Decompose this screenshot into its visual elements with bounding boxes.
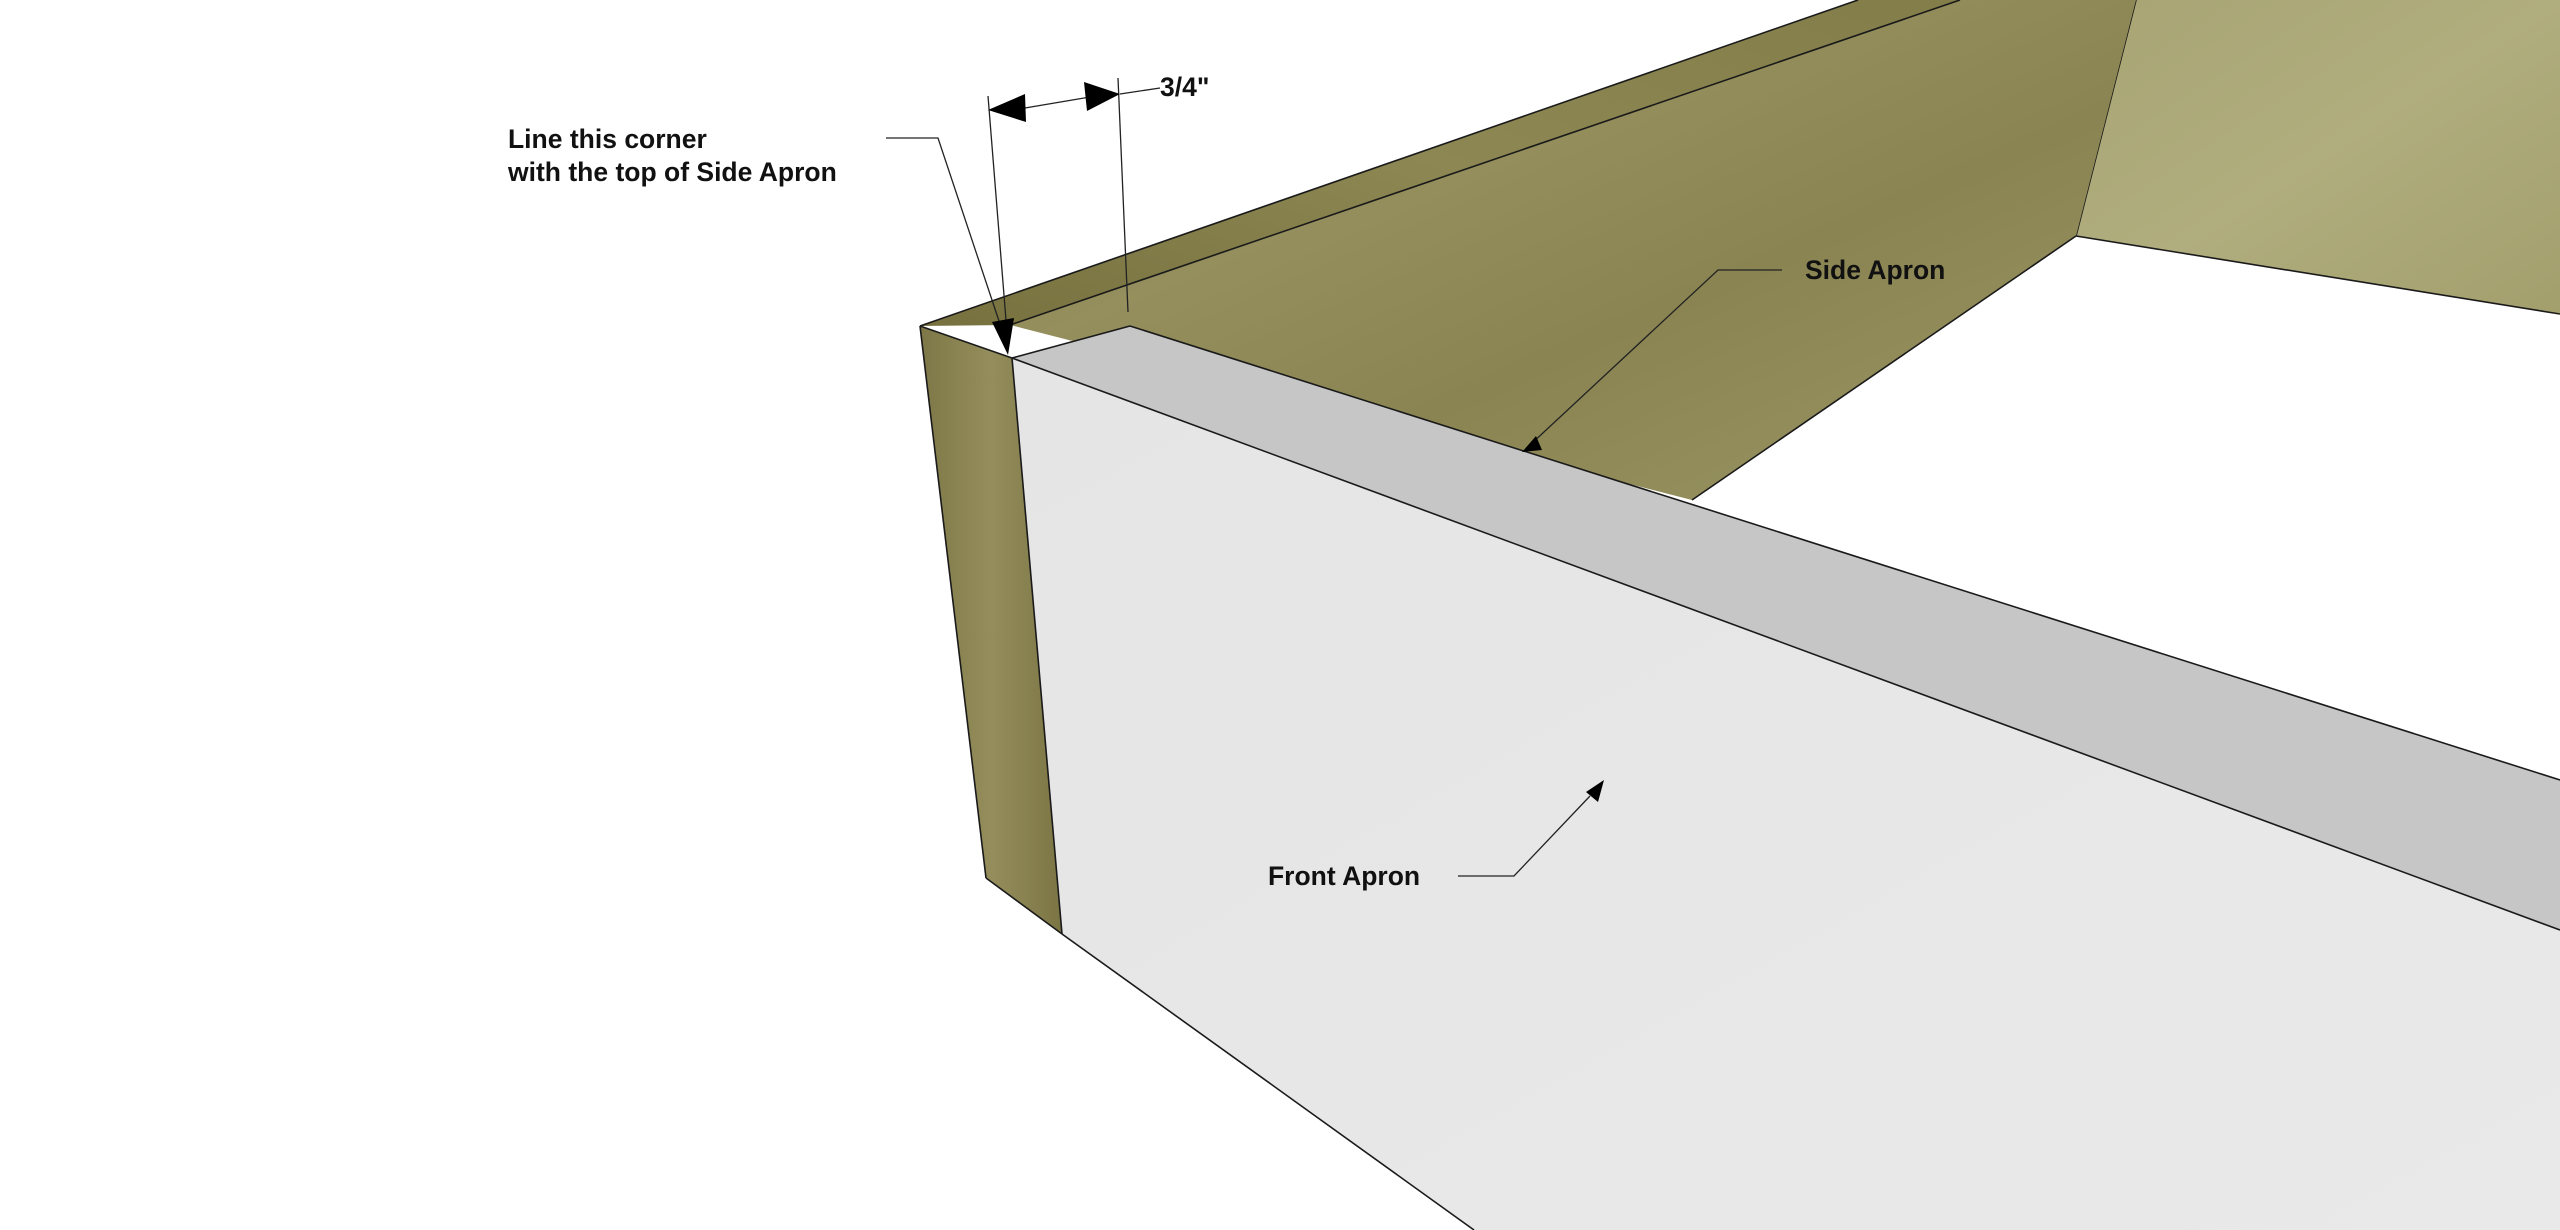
back-side-apron-face [2076,0,2560,314]
side-apron-arrow [1522,436,1542,452]
front-apron-top-short-edge [1011,325,1131,359]
end-grain-bottom-edge [985,877,1063,935]
side-apron-inner-bottom-line [1691,235,2077,501]
side-apron-callout: Side Apron [1522,255,1945,452]
front-apron-top-front-edge [1011,357,2560,931]
side-apron-outer-top-line [919,0,1859,327]
corner-note-line-2: with the top of Side Apron [507,157,837,187]
front-apron-face [1012,358,2560,1230]
back-side-apron-bottom-edge [2075,235,2560,315]
corner-note: Line this corner with the top of Side Ap… [507,124,1014,355]
corner-note-line-1: Line this corner [508,124,707,154]
side-apron-inner-top-line [1009,0,1961,326]
front-apron-label: Front Apron [1268,861,1420,891]
front-apron-bottom-edge [1061,933,1475,1230]
side-apron-inner-face [1010,0,2136,500]
side-apron-top-edge [920,0,1960,326]
front-apron-top-back-edge [1129,325,2560,781]
dimension-three-quarter: 3/4" [987,72,1209,346]
corner-note-arrow [992,318,1014,355]
end-grain-left-edge [919,325,987,879]
dimension-arrow-left [988,94,1026,122]
dimension-arrow-right [1084,82,1120,111]
front-apron-callout: Front Apron [1268,780,1604,891]
end-grain-top-edge [919,325,1013,359]
front-apron-arrow [1586,780,1604,802]
front-apron-left-edge [1011,357,1063,935]
side-apron-label: Side Apron [1805,255,1945,285]
dimension-label: 3/4" [1160,72,1209,102]
side-apron-end-grain [920,326,1062,934]
front-apron-top-edge [1012,326,2560,930]
